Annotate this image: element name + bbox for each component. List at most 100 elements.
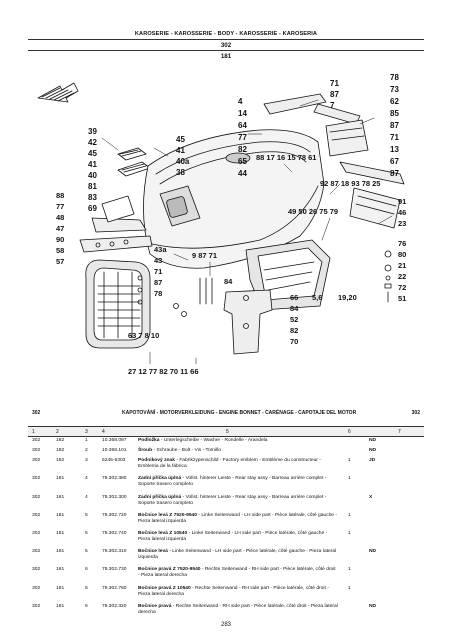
cell-quantity: 1 <box>348 458 351 463</box>
column-header: 7 <box>398 429 401 435</box>
callout: 45 <box>176 135 185 144</box>
cell-group: 302 <box>32 458 41 463</box>
part-name: Podnikový znak <box>138 458 175 463</box>
cell-part-number: 78.302.720 <box>102 513 127 518</box>
part-description: - Rechte Seitenwand - RH side part - Piè… <box>138 604 338 616</box>
column-header: 3 <box>85 429 88 435</box>
cell-subgroup: 181 <box>56 531 65 536</box>
cell-position: 5 <box>85 513 88 518</box>
cell-note: ND <box>369 448 377 453</box>
callout: 82 <box>238 145 247 154</box>
column-header: 5 <box>226 429 229 435</box>
part-name: Bočnice levá Z 10540 <box>138 531 188 536</box>
callout: 71 <box>330 79 339 88</box>
cell-note: ND <box>369 549 377 554</box>
cell-description: Bočnice levá - Linke Seitenwand - LH sid… <box>138 549 338 561</box>
engine-bonnet <box>143 129 325 269</box>
cell-quantity: 1 <box>348 531 351 536</box>
cell-description: Bočnice pravá Z 7520-9540 - Rechte Seite… <box>138 567 338 579</box>
callout: 48 <box>56 213 64 222</box>
cell-group: 302 <box>32 448 41 453</box>
cell-quantity: 1 <box>348 476 351 481</box>
emblem-parts <box>117 147 151 177</box>
cell-subgroup: 181 <box>56 495 65 500</box>
callout: 67 <box>390 157 399 166</box>
callout: 47 <box>56 224 64 233</box>
callout: 49 50 26 75 79 <box>288 207 338 216</box>
callout: 27 12 77 82 70 11 66 <box>128 367 199 376</box>
callout: 51 <box>398 294 406 303</box>
section-header: 302 KAPOTOVÁNÍ - MOTORVERKLEIDUNG - ENGI… <box>28 410 424 426</box>
part-description: - Vollst. hinterer Leiste - Rear stay as… <box>138 476 327 488</box>
divider <box>28 50 424 51</box>
part-description: - Rechte Seitenwand - RH side part - Piè… <box>138 586 329 598</box>
callout: 88 17 16 15 78 61 <box>256 153 316 162</box>
callout: 85 <box>390 109 399 118</box>
cell-subgroup: 181 <box>56 513 65 518</box>
part-name: Bočnice pravá <box>138 604 172 609</box>
callout: 7 <box>330 101 335 110</box>
column-header: 1 <box>32 429 35 435</box>
callout: 64 <box>238 121 247 130</box>
cell-group: 302 <box>32 476 41 481</box>
part-description: - Schraube - Bolt - Vis - Tornillo <box>152 448 221 453</box>
callout: 92 87 18 93 78 25 <box>320 179 380 188</box>
callout: 23 <box>398 219 406 228</box>
callout: 87 <box>154 278 162 287</box>
cell-quantity: 1 <box>348 586 351 591</box>
cell-group: 302 <box>32 495 41 500</box>
callout: 87 <box>330 90 339 99</box>
callout: 71 <box>154 267 162 276</box>
callout: 57 <box>56 257 64 266</box>
callout: 40a <box>176 157 190 166</box>
page-number: 283 <box>220 622 231 628</box>
part-name: Šroub <box>138 448 153 453</box>
cell-position: 6 <box>85 586 88 591</box>
divider <box>28 39 424 40</box>
callout: 72 <box>398 283 406 292</box>
callout: 78 <box>390 73 399 82</box>
cell-group: 302 <box>32 549 41 554</box>
callout: 38 <box>176 168 185 177</box>
callout: 43a <box>154 245 167 254</box>
cell-description: Bočnice pravá Z 10540 - Rechte Seitenwan… <box>138 586 338 598</box>
callout: 65 <box>238 157 247 166</box>
cell-note: ND <box>369 604 377 609</box>
group-number: 302 <box>220 42 232 49</box>
callout: 71 <box>390 133 399 142</box>
section-code-right: 302 <box>411 410 420 416</box>
callout: 4 <box>238 97 243 106</box>
callout: 77 <box>238 133 247 142</box>
cell-part-number: 5245-5303 <box>102 458 126 463</box>
callout: 52 <box>290 315 298 324</box>
cell-subgroup: 182 <box>56 458 65 463</box>
rear-stay-assembly <box>263 93 405 229</box>
section-title: KAPOTOVÁNÍ - MOTORVERKLEIDUNG - ENGINE B… <box>122 410 357 416</box>
callout: 87 <box>390 121 399 130</box>
callout: 69 <box>88 204 97 213</box>
part-description: - Fabrikzypenschild - Factory emblem - E… <box>138 458 321 470</box>
part-name: Bočnice levá Z 7520-9540 <box>138 513 197 518</box>
callout: 9 87 71 <box>192 251 217 260</box>
callout: 21 <box>398 261 406 270</box>
callout: 70 <box>290 337 298 346</box>
callout: 63 7 8 10 <box>128 331 159 340</box>
cell-quantity: 1 <box>348 567 351 572</box>
cell-group: 302 <box>32 513 41 518</box>
cell-description: Zadní příčka úplná - Vollst. hinterer Le… <box>138 476 338 488</box>
column-header: 4 <box>102 429 105 435</box>
part-description: - Rechte Seitenwand - RH side part - Piè… <box>138 567 336 579</box>
front-grille <box>85 259 151 349</box>
callout: 83 <box>88 193 97 202</box>
part-description: - Unterlegscheibe - Washer - Rondelle - … <box>159 438 268 443</box>
section-code: 302 <box>32 410 41 416</box>
column-header-row: 1 2 3 4 5 6 7 <box>28 426 424 437</box>
part-name: Zadní příčka úplná <box>138 495 182 500</box>
cell-quantity: 1 <box>348 513 351 518</box>
callout: 82 <box>290 326 298 335</box>
callout: 87 <box>390 169 399 178</box>
subgroup-number: 181 <box>220 53 232 60</box>
callout: 41 <box>176 146 185 155</box>
callout: 66 <box>290 293 298 302</box>
cell-position: 5 <box>85 531 88 536</box>
